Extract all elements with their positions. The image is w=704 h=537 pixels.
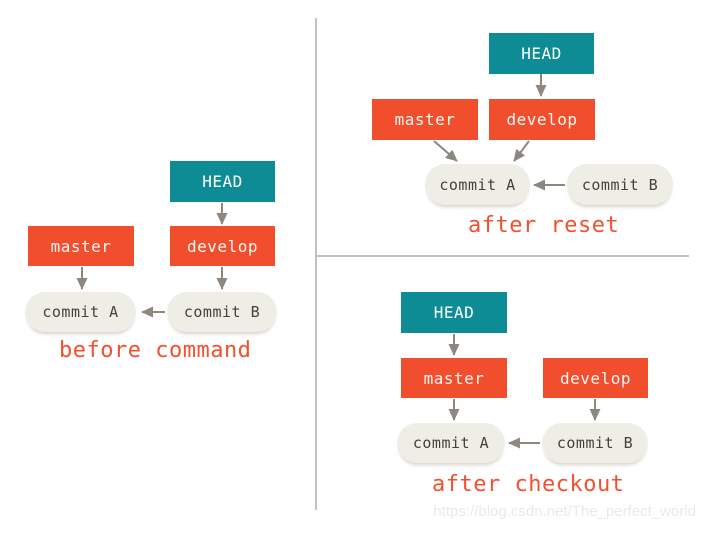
commit-b-node: commit B [542,423,648,463]
horizontal-divider-line [316,255,689,257]
panel-caption-before-command: before command [59,338,252,363]
commit-b-node: commit B [167,292,277,332]
head-box: HEAD [489,33,594,74]
commit-a-node: commit A [397,423,505,463]
master-branch-box: master [401,358,507,398]
commit-a-node: commit A [25,292,136,332]
watermark-url: https://blog.csdn.net/The_perfect_world [433,503,696,520]
head-box: HEAD [170,161,275,202]
panel-caption-after-reset: after reset [468,213,620,238]
master-branch-box: master [28,226,134,266]
arrow-master-to-commit-a-reset [433,140,458,162]
commit-b-node: commit B [567,164,673,205]
panel-caption-after-checkout: after checkout [432,472,625,497]
master-branch-box: master [372,99,478,140]
arrow-develop-to-commit-a-reset [513,140,530,162]
develop-branch-box: develop [489,99,595,140]
commit-a-node: commit A [425,164,530,205]
vertical-divider-line [315,18,317,510]
head-box: HEAD [401,292,507,333]
develop-branch-box: develop [543,358,648,398]
develop-branch-box: develop [170,226,275,266]
